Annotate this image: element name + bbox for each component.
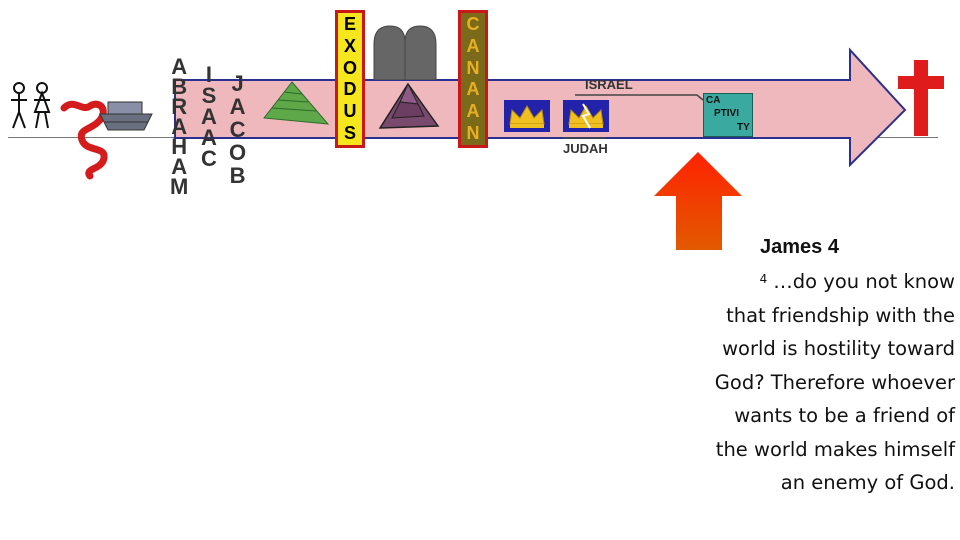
jacob-letter: A	[229, 94, 246, 119]
exodus-letter: D	[343, 79, 357, 100]
canaan-letter: N	[466, 57, 480, 78]
exodus-bar: E X O D U S	[335, 10, 365, 148]
verse-line: world is hostility toward	[722, 337, 955, 360]
abraham-letter: A	[171, 114, 188, 139]
jacob-letter: O	[229, 140, 247, 165]
jacob-letter: C	[229, 117, 246, 142]
abraham-letter: R	[171, 94, 188, 119]
exodus-letter: X	[343, 35, 356, 56]
canaan-bar: C A N A A N	[458, 10, 488, 148]
verse-line-text: …do you not know	[773, 270, 955, 293]
mountain-icon	[378, 82, 440, 129]
isaac-letter: A	[201, 125, 217, 150]
israel-label: ISRAEL	[585, 77, 633, 92]
abraham-letter: A	[171, 54, 188, 79]
verse-line: 4 …do you not know	[640, 265, 955, 299]
captivity-text-1: CA	[706, 95, 721, 106]
abraham-letter: A	[171, 154, 188, 179]
canaan-letter: N	[466, 122, 480, 143]
pointer-arrow-icon	[654, 152, 742, 250]
captivity-text-3: TY	[737, 122, 750, 133]
abraham-letter: M	[170, 174, 189, 199]
exodus-letter: O	[342, 57, 357, 78]
verse-line: the world makes himself	[715, 437, 955, 461]
captivity-box: CA PTIVI TY	[703, 93, 753, 137]
verse-line: wants to be a friend of	[734, 404, 955, 427]
broken-crown-icon	[563, 100, 609, 132]
abraham-letter: B	[171, 74, 188, 99]
captivity-text-2: PTIVI	[714, 108, 740, 119]
pyramid-icon	[263, 81, 330, 125]
verse-line: that friendship with the	[726, 303, 955, 327]
canaan-letter: A	[466, 101, 480, 122]
exodus-letter: S	[343, 122, 356, 143]
judah-label: JUDAH	[563, 141, 608, 156]
isaac-letter: C	[201, 146, 217, 171]
abraham-letter: H	[171, 134, 188, 159]
verse-reference: James 4	[760, 236, 839, 258]
verse-line: an enemy of God.	[780, 471, 955, 494]
jacob-name: J A C O B	[229, 72, 246, 187]
canaan-letter: A	[466, 79, 480, 100]
verse-text: 4 …do you not know that friendship with t…	[640, 265, 955, 500]
canaan-letter: C	[466, 14, 480, 34]
isaac-name: I S A A C	[201, 62, 217, 171]
kingdom-lines	[563, 94, 704, 139]
stone-tablets-icon	[373, 25, 437, 80]
isaac-letter: I	[205, 62, 212, 87]
jacob-letter: B	[229, 163, 246, 188]
exodus-letter: U	[343, 101, 357, 122]
exodus-letter: E	[343, 14, 356, 34]
isaac-letter: S	[201, 83, 217, 108]
verse-line: God? Therefore whoever	[714, 370, 955, 394]
canaan-letter: A	[466, 35, 480, 56]
crown-icon	[504, 100, 550, 132]
verse-number: 4	[759, 272, 768, 286]
ark-icon	[99, 101, 153, 131]
isaac-letter: A	[201, 104, 217, 129]
abraham-name: A B R A H A M	[170, 54, 189, 199]
stick-figures-icon	[11, 82, 51, 129]
cross-icon	[898, 60, 944, 136]
serpent-icon	[60, 100, 108, 180]
jacob-letter: J	[231, 71, 244, 96]
